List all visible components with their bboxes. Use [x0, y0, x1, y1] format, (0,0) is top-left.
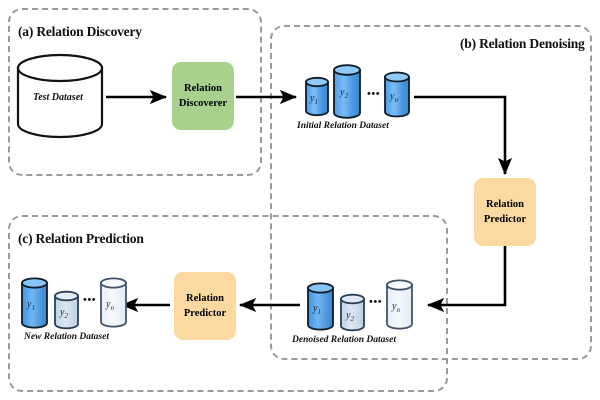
label-new-yn: yn: [106, 299, 114, 312]
test-dataset-label: Test Dataset: [33, 92, 83, 103]
panel-title-c: (c) Relation Prediction: [18, 231, 144, 246]
relation-predictor-c-line2: Predictor: [183, 308, 227, 319]
label-new-y1: y1: [27, 299, 35, 312]
label-initial-y1: y1: [310, 93, 318, 106]
relation-predictor-box-denoising[interactable]: Relation Predictor: [474, 178, 536, 246]
relation-predictor-c-line1: Relation: [186, 292, 224, 304]
label-denoised-yn: yn: [392, 301, 400, 314]
label-new-y2: y2: [60, 307, 68, 320]
new-relation-dataset-label: New Relation Dataset: [24, 332, 109, 342]
panel-title-b: (b) Relation Denoising: [460, 36, 585, 51]
panel-title-a: (a) Relation Discovery: [18, 24, 142, 39]
panel-relation-discovery: [8, 8, 262, 176]
relation-discoverer-box[interactable]: Relation Discoverer: [172, 62, 234, 130]
ellipsis-new: •••: [83, 294, 97, 306]
label-denoised-y1: y1: [313, 303, 321, 316]
initial-relation-dataset-label: Initial Relation Dataset: [297, 121, 389, 131]
ellipsis-initial: •••: [367, 88, 381, 100]
relation-discoverer-line1: Relation: [184, 82, 222, 94]
label-initial-y2: y2: [340, 87, 348, 100]
label-denoised-y2: y2: [346, 310, 354, 323]
ellipsis-denoised: •••: [369, 296, 383, 308]
label-initial-yn: yn: [390, 91, 398, 104]
denoised-relation-dataset-label: Denoised Relation Dataset: [292, 335, 396, 345]
relation-predictor-box-prediction[interactable]: Relation Predictor: [174, 272, 236, 340]
relation-predictor-b-line2: Predictor: [483, 214, 527, 225]
relation-predictor-b-line1: Relation: [486, 198, 524, 210]
relation-discoverer-line2: Discoverer: [178, 98, 228, 109]
panel-relation-denoising: [270, 25, 592, 360]
